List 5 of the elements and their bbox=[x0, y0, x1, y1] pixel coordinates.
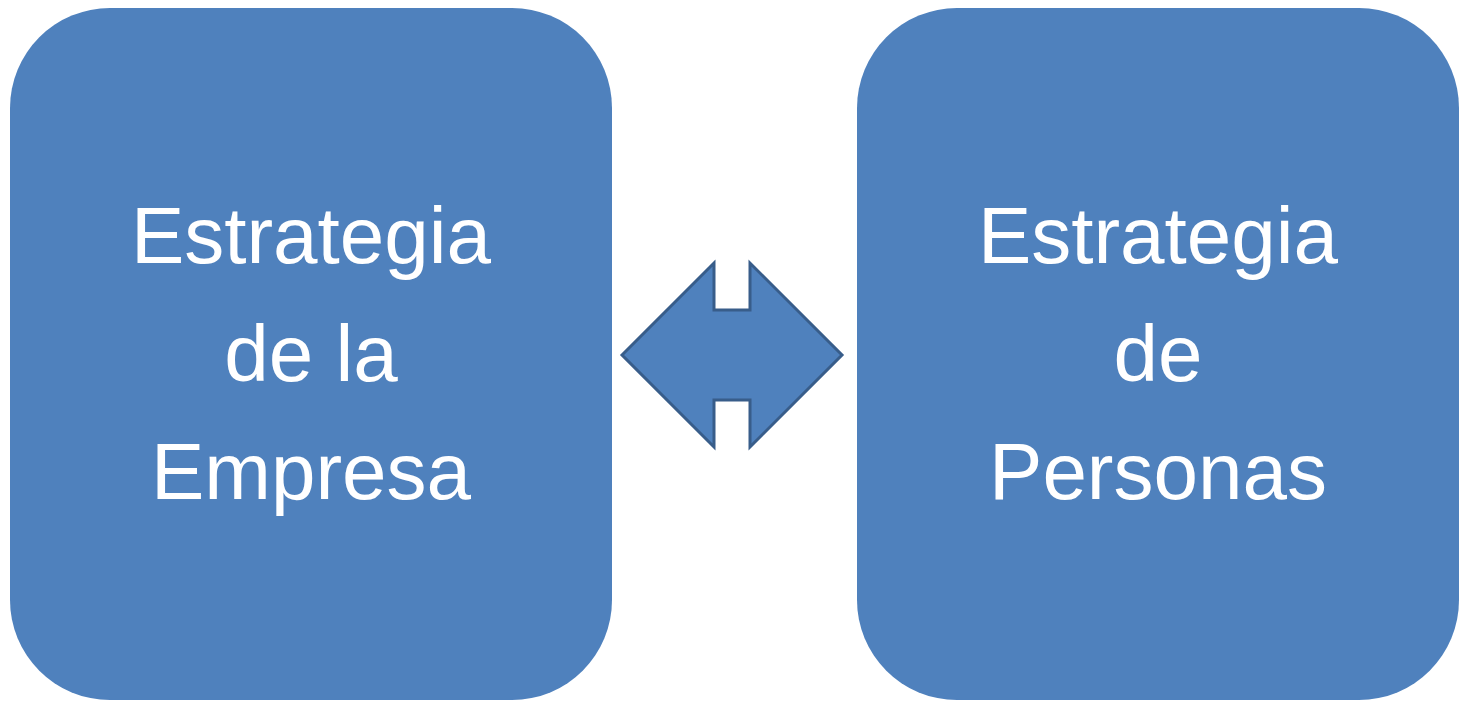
box-label: Estrategia de Personas bbox=[976, 190, 1340, 518]
double-arrow bbox=[619, 259, 845, 451]
box-label: Estrategia de la Empresa bbox=[129, 190, 493, 518]
rounded-box bbox=[10, 8, 612, 700]
rounded-box bbox=[857, 8, 1459, 700]
